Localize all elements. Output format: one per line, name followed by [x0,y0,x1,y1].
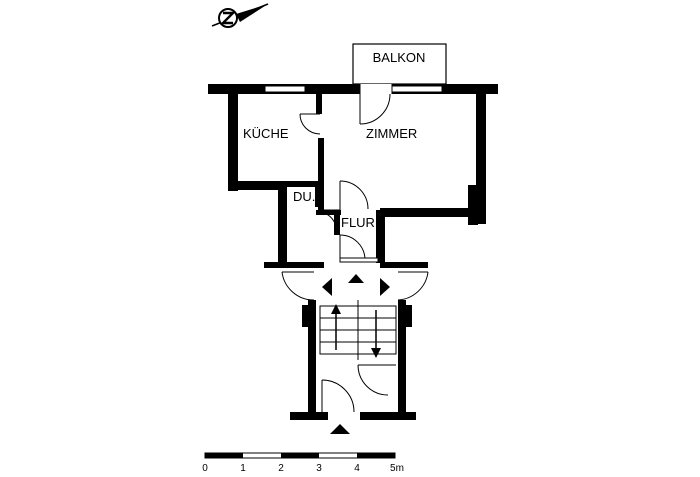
wall-stair-left-block [302,305,312,327]
scale-tick-2: 2 [278,463,284,474]
wall-shower-top [282,181,322,187]
door-neighbor-left [281,271,315,301]
wall-room-right-notch [468,185,478,225]
wall-stair-bottom-left [290,412,328,420]
stair-arrow-down-icon [371,310,381,358]
wall-kitchen-left-step [232,181,282,190]
wall-kitchen-room-lower [318,138,324,213]
door-cellar [357,364,396,396]
entrance-arrow-icon [330,424,350,434]
door-balcony [359,93,391,125]
scale-tick-3: 3 [316,463,322,474]
wall-kitchen-room [316,94,322,114]
scale-bar [204,452,396,459]
scale-tick-0: 0 [202,463,208,474]
wall-stair-right [398,300,406,420]
arrow-left-icon [322,278,332,296]
room-label-balcony: BALKON [373,50,426,65]
room-label-shower: DU. [293,189,315,204]
scale-tick-1: 1 [240,463,246,474]
wall-shower-left [278,181,287,263]
wall-flur-right [376,210,385,263]
wall-landing-top-right [380,262,428,268]
scale-tick-5m: 5m [390,463,404,474]
wall-flur-mid [334,215,340,235]
wall-landing-top-left [264,262,324,268]
door-shower [317,209,340,229]
arrow-up-icon [348,274,364,283]
door-neighbor-right [397,271,429,301]
stair-arrow-up-icon [331,304,341,350]
room-label-kitchen: KÜCHE [243,126,289,141]
room-label-hallway: FLUR [341,215,375,230]
top-wall [208,84,498,94]
compass-north-icon [211,3,269,28]
wall-room-right [476,84,486,224]
stairs [319,300,397,360]
wall-stair-left [308,300,316,420]
door-room [339,180,369,210]
door-house-entrance [321,379,355,413]
wall-shower-bottom [316,210,341,215]
balcony: BALKON [352,43,447,85]
wall-stair-right-block [402,305,412,327]
arrow-right-icon [380,278,390,296]
door-apartment-entry [339,234,379,263]
scale-tick-4: 4 [354,463,360,474]
door-kitchen [299,113,321,135]
wall-room-bottom [380,208,480,217]
wall-kitchen-left [228,94,238,191]
wall-shower-right [315,187,321,207]
room-label-living-room: ZIMMER [366,126,417,141]
wall-stair-bottom-right [360,412,416,420]
